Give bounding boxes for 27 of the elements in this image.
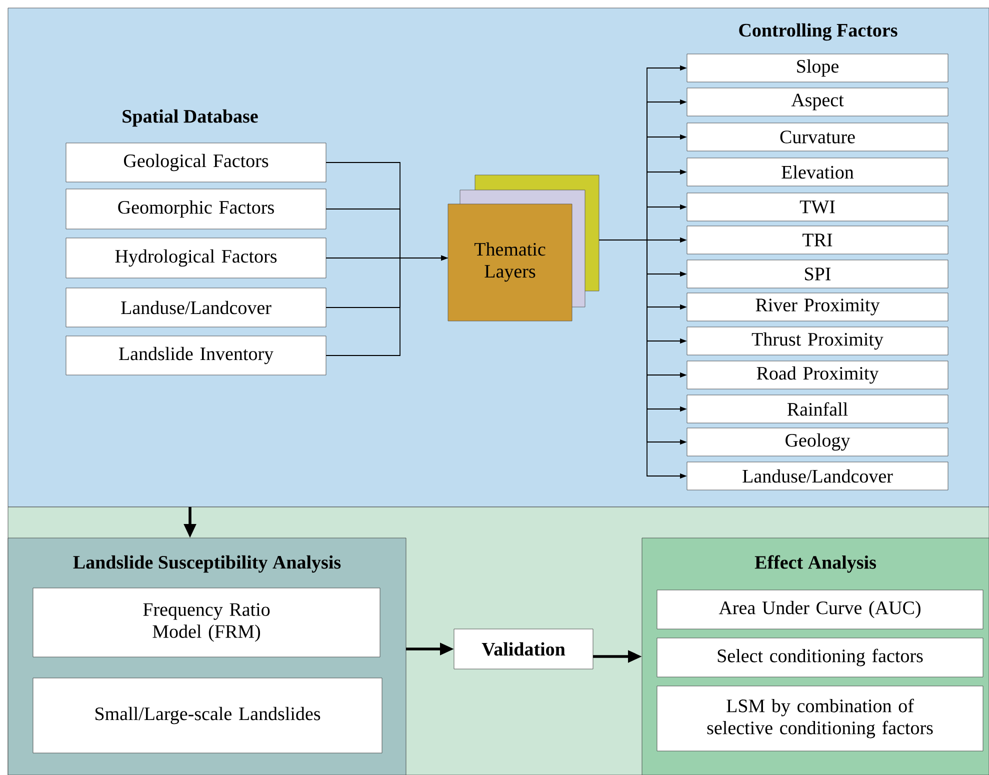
text-box: Area Under Curve (AUC)	[656, 590, 984, 630]
text-box: Hydrological Factors	[66, 238, 326, 278]
factor-box: River Proximity	[686, 292, 948, 322]
text-box: Select conditioning factors	[656, 638, 984, 678]
factor-box: Elevation	[686, 158, 948, 186]
factor-box: Rainfall	[686, 394, 948, 424]
factor-box: Landuse/Landcover	[686, 462, 948, 490]
text-box: LSM by combination of selective conditioning factors	[656, 686, 984, 752]
factor-box: Thrust Proximity	[686, 326, 948, 356]
factor-box: TRI	[686, 226, 948, 254]
validation-box: Validation	[454, 628, 594, 670]
text-box: Frequency Ratio Model (FRM)	[32, 588, 380, 658]
factor-box: Road Proximity	[686, 360, 948, 390]
factor-box: Curvature	[686, 122, 948, 152]
factor-box: Geology	[686, 428, 948, 456]
text-box: Landslide Inventory	[66, 336, 326, 376]
text-box: Geological Factors	[66, 142, 326, 182]
factor-box: Slope	[686, 54, 948, 82]
heading: Effect Analysis	[754, 555, 876, 573]
text-box: Geomorphic Factors	[66, 188, 326, 230]
text-box: Landuse/Landcover	[66, 288, 326, 328]
factor-box: SPI	[686, 260, 948, 288]
factor-box: TWI	[686, 192, 948, 222]
factor-box: Aspect	[686, 88, 948, 116]
heading: Controlling Factors	[739, 23, 898, 41]
text-box: Small/Large-scale Landslides	[32, 678, 382, 754]
heading: Landslide Susceptibility Analysis	[73, 555, 341, 573]
